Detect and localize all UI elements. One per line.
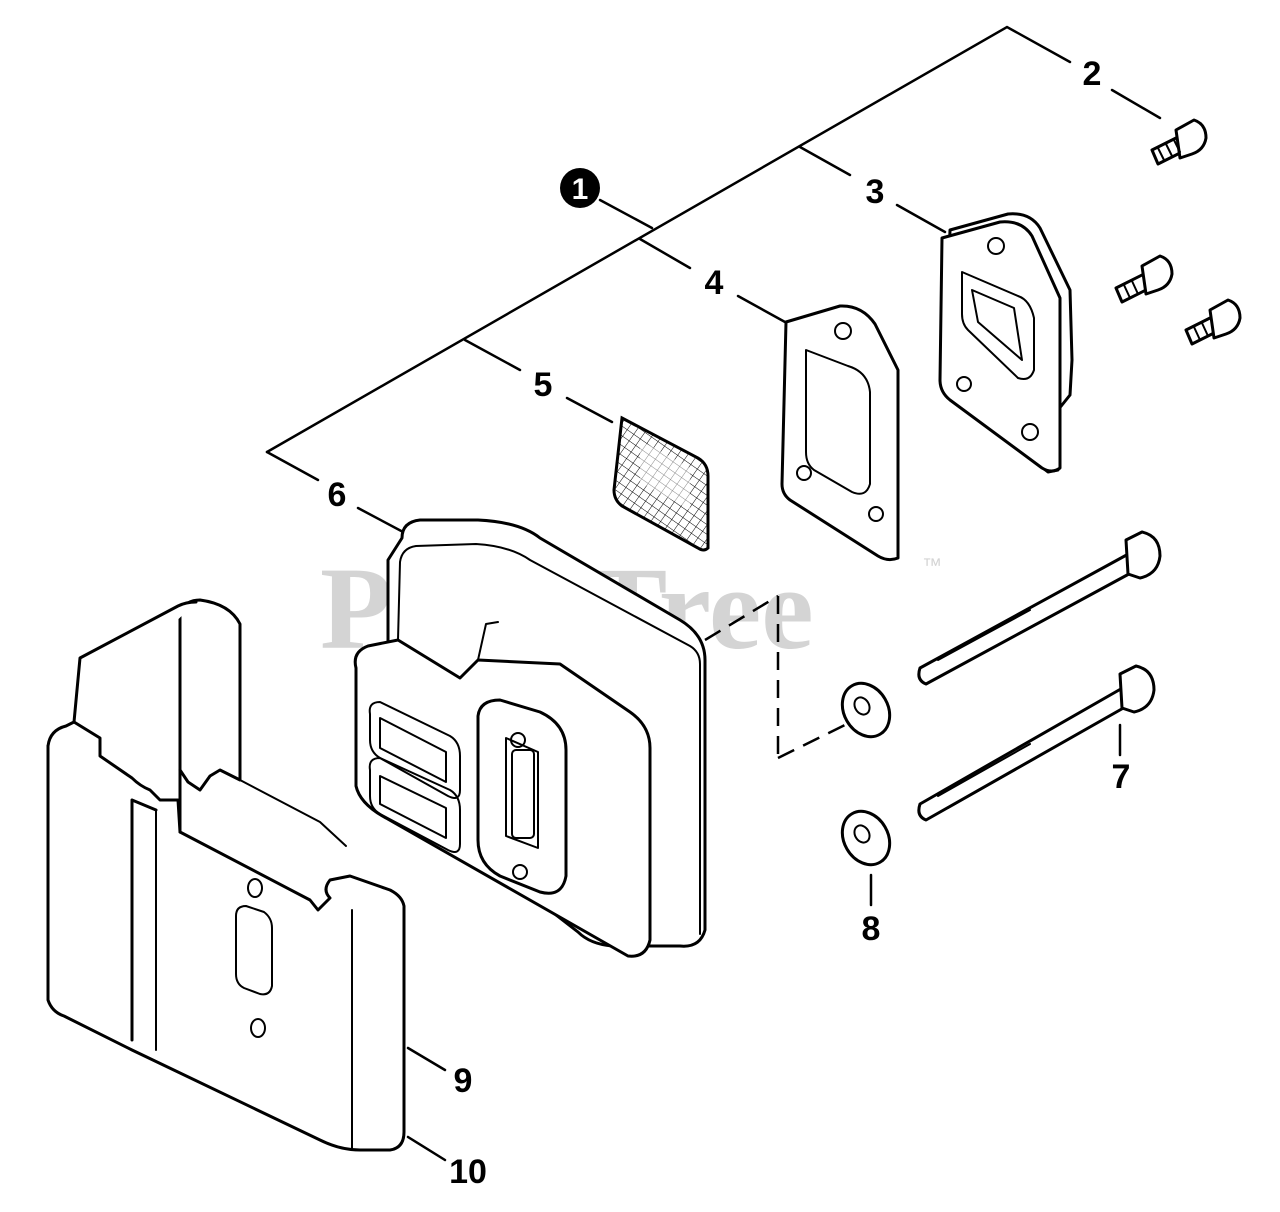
callout-4: 4 xyxy=(705,264,724,302)
washer-part-8 xyxy=(833,803,899,873)
callout-3: 3 xyxy=(866,173,885,211)
gasket-part-4 xyxy=(782,306,898,560)
callout-9: 9 xyxy=(454,1062,473,1100)
washer-upper xyxy=(833,675,899,745)
callout-labels: 2 3 4 5 6 7 8 9 10 xyxy=(328,55,1131,1191)
assembly-bracket xyxy=(267,27,1070,480)
callout-7: 7 xyxy=(1112,758,1131,796)
callout-5: 5 xyxy=(534,366,553,404)
callout-10: 10 xyxy=(449,1153,487,1191)
callout-6: 6 xyxy=(328,476,347,514)
bolt-upper xyxy=(919,532,1160,684)
heat-shield-part-9-10 xyxy=(48,600,404,1150)
part-leaders xyxy=(358,90,1160,1160)
screw-part-2 xyxy=(1152,120,1206,164)
alignment-dashed-lines xyxy=(705,596,845,758)
assembly-callout-number: 1 xyxy=(572,173,589,206)
muffler-part-6 xyxy=(355,520,705,956)
callout-2: 2 xyxy=(1083,55,1102,93)
plate-part-3 xyxy=(940,214,1072,472)
screw-lower xyxy=(1186,300,1240,344)
watermark-trademark: ™ xyxy=(922,555,942,577)
screw-upper xyxy=(1116,256,1172,302)
bolt-part-7 xyxy=(919,666,1154,820)
screen-part-5 xyxy=(614,418,708,550)
assembly-callout-bubble xyxy=(560,168,600,208)
callout-8: 8 xyxy=(862,910,881,948)
